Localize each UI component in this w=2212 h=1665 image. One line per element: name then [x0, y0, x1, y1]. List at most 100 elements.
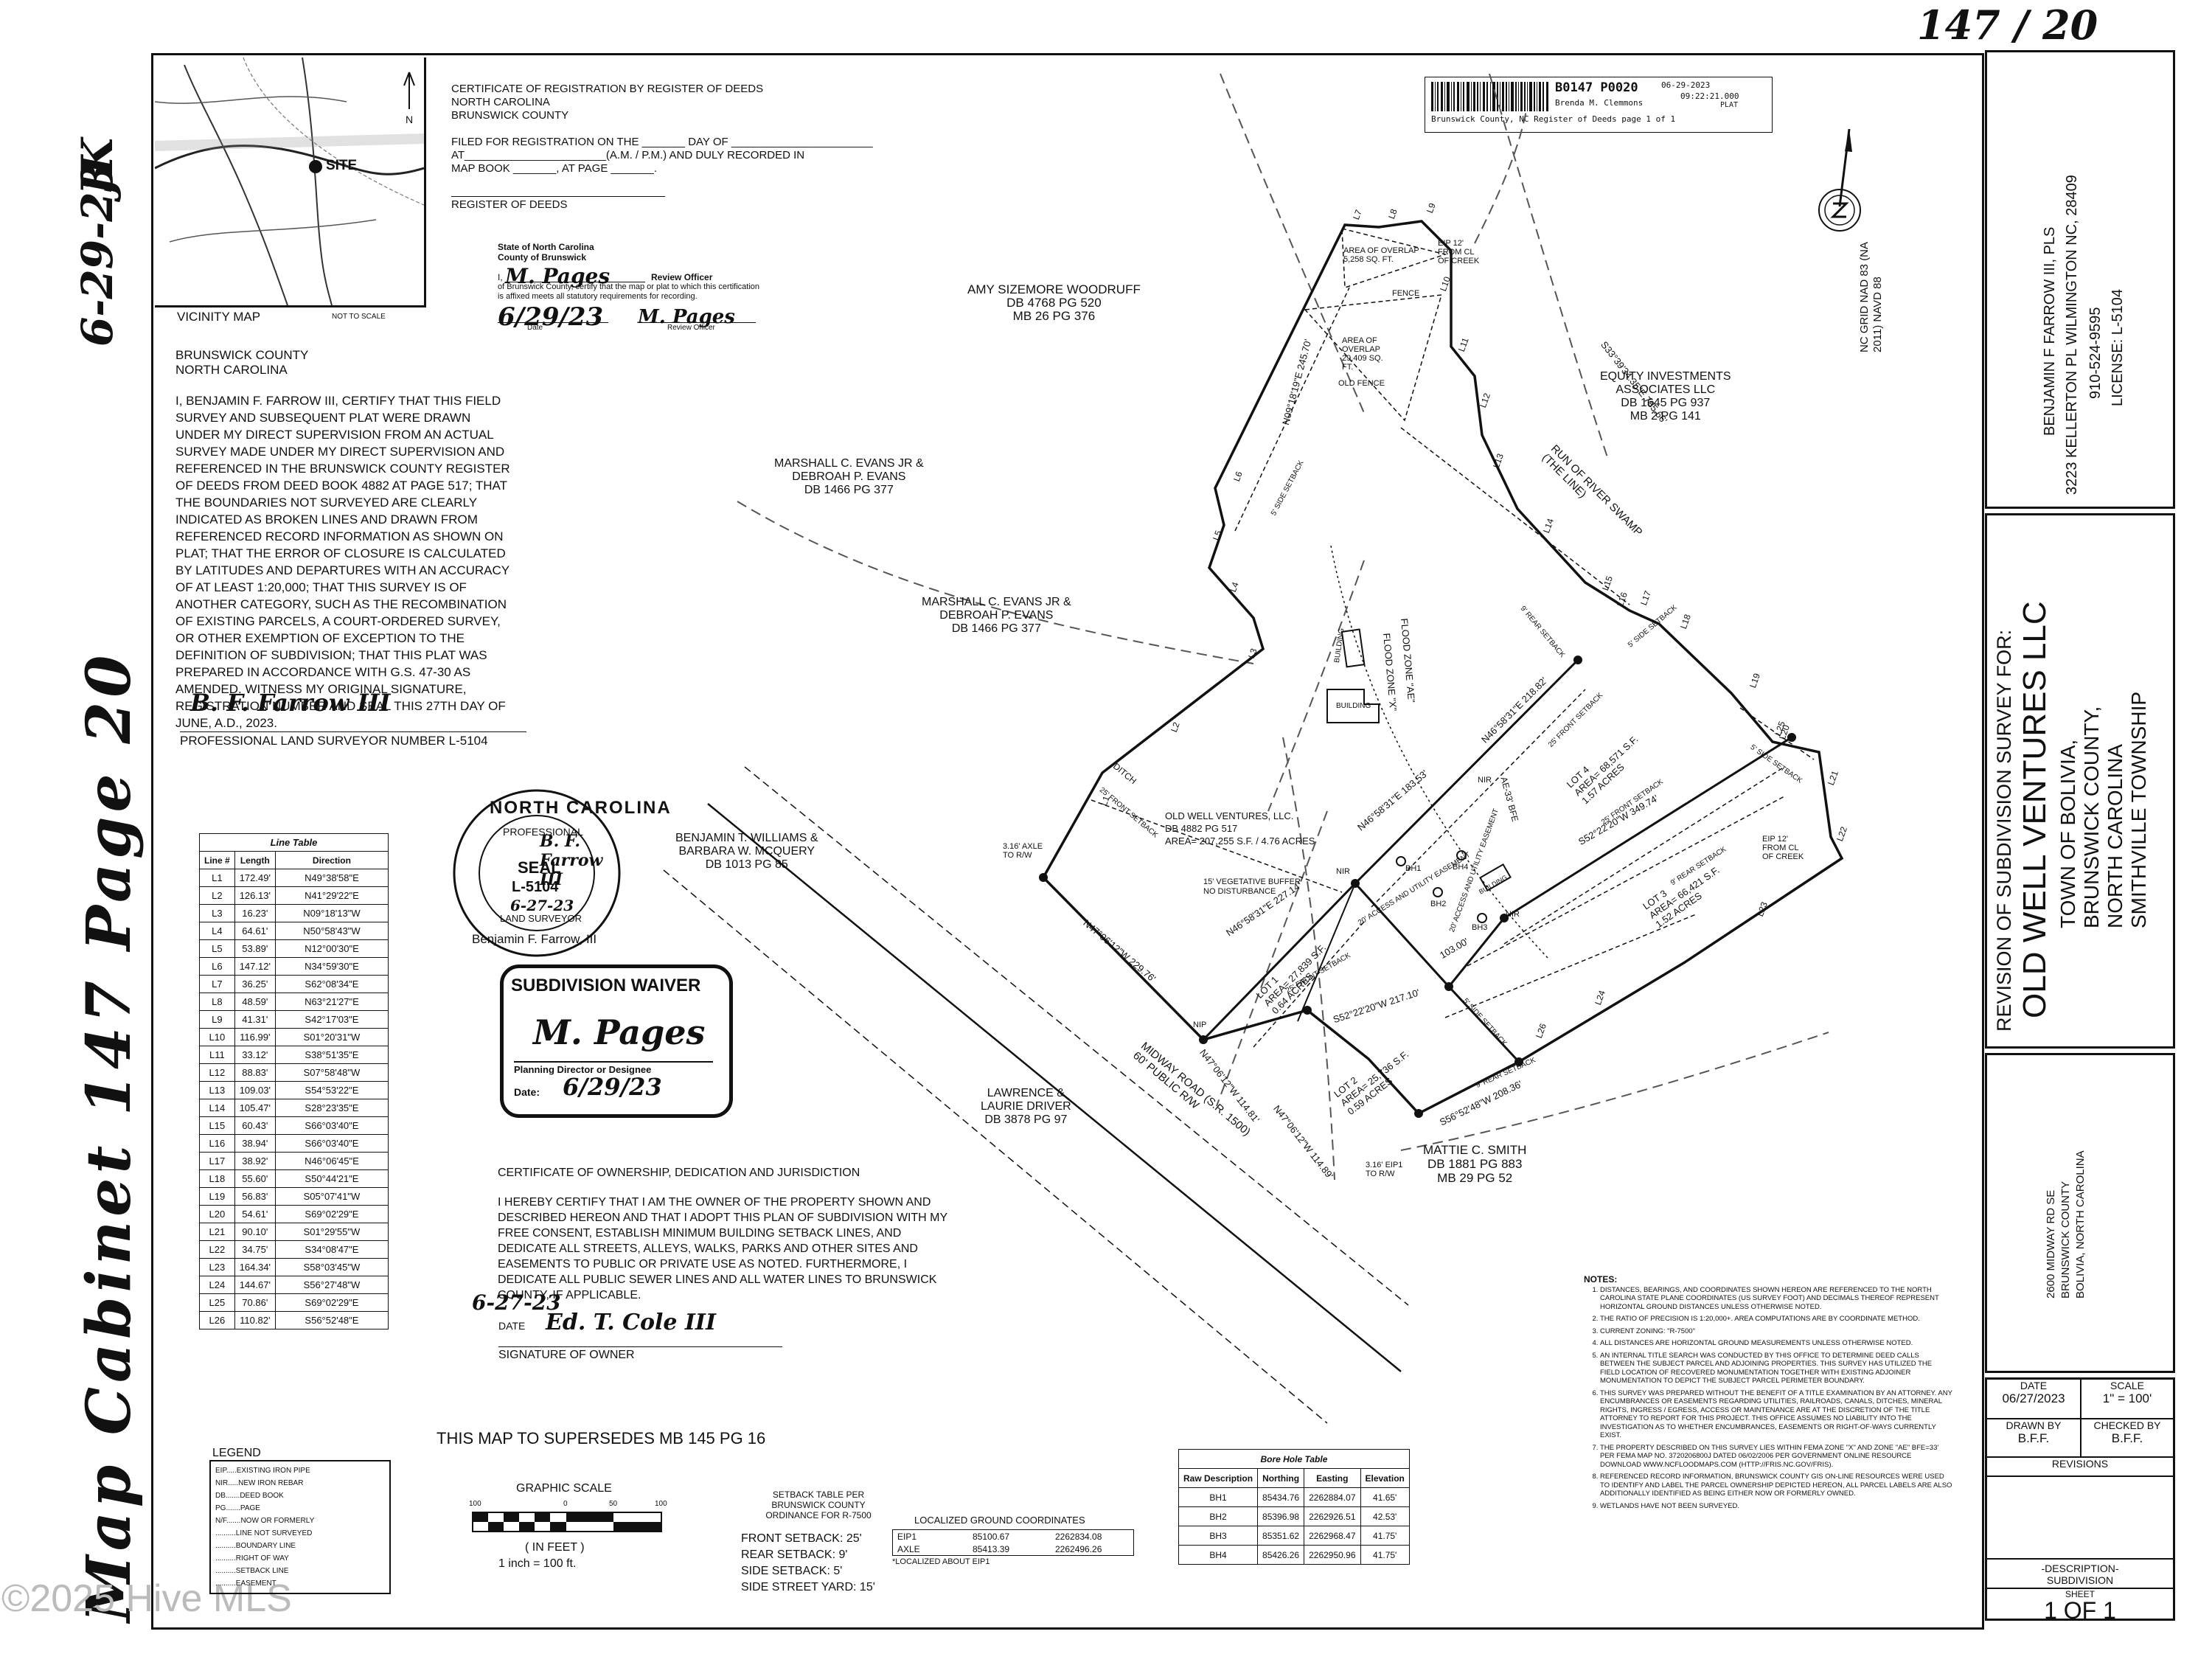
- date-cell: DATE 06/27/2023: [1987, 1380, 2081, 1419]
- registration-county: BRUNSWICK COUNTY: [451, 109, 569, 122]
- date-value: 06/27/2023: [2002, 1391, 2065, 1405]
- seal-number: L-5104: [512, 879, 559, 895]
- line-direction: S50°44'21"E: [274, 1169, 389, 1188]
- line-length: 110.82': [234, 1311, 276, 1329]
- line-length: 16.23': [234, 904, 276, 922]
- review-title-label: Review Officer: [667, 324, 715, 332]
- cert-county: BRUNSWICK COUNTY: [175, 348, 309, 362]
- line-direction: S05°07'41"W: [274, 1187, 389, 1206]
- bh2-label: BH2: [1430, 900, 1447, 908]
- bore-cell: 41.75': [1360, 1526, 1410, 1546]
- line-length: 38.92': [234, 1152, 276, 1170]
- barcode-date: 06-29-2023: [1661, 80, 1711, 90]
- scale-value: 1" = 100': [2102, 1391, 2152, 1405]
- line-length: 48.59': [234, 993, 276, 1011]
- bore-cell: 2262884.07: [1304, 1487, 1361, 1507]
- drawn-cell: DRAWN BY B.F.F.: [1987, 1419, 2081, 1458]
- note-item: CURRENT ZONING: "R-7500": [1600, 1327, 1952, 1336]
- registration-filed-line: FILED FOR REGISTRATION ON THE _______ DA…: [451, 136, 873, 148]
- bore-cell: 42.53': [1360, 1506, 1410, 1526]
- desc-label: -DESCRIPTION-: [2041, 1563, 2119, 1574]
- firm-block: BENJAMIN F FARROW III, PLS 3223 KELLERTO…: [1985, 50, 2175, 509]
- barcode-time: 09:22:21.000: [1680, 91, 1739, 101]
- line-direction: S66°03'40"E: [274, 1134, 389, 1153]
- bore-title: Bore Hole Table: [1178, 1449, 1410, 1469]
- registration-state: NORTH CAROLINA: [451, 96, 550, 108]
- line-id: L24: [199, 1276, 235, 1294]
- line-length: 164.34': [234, 1258, 276, 1276]
- line-direction: S56°52'48"E: [274, 1311, 389, 1329]
- description-cell: -DESCRIPTION- SUBDIVISION: [1987, 1563, 2173, 1586]
- graphic-scale: 100 0 50 100: [469, 1500, 667, 1538]
- scale-bar: [472, 1512, 662, 1532]
- note-item: ALL DISTANCES ARE HORIZONTAL GROUND MEAS…: [1600, 1339, 1952, 1348]
- barcode-bars: [1431, 82, 1548, 111]
- line-direction: N49°38'58"E: [274, 869, 389, 887]
- graphic-scale-ratio: 1 inch = 100 ft.: [498, 1557, 577, 1570]
- register-of-deeds-label: REGISTER OF DEEDS: [451, 196, 665, 212]
- barcode-office: Brunswick County, NC Register of Deeds p…: [1431, 114, 1676, 124]
- note-item: WETLANDS HAVE NOT BEEN SURVEYED.: [1600, 1502, 1952, 1511]
- line-id: L2: [199, 886, 235, 905]
- waiver-date: 6/29/23: [563, 1073, 662, 1101]
- barcode-clerk: Brenda M. Clemmons: [1555, 98, 1644, 108]
- legend-title: LEGEND: [212, 1447, 261, 1459]
- corner-stamp: 147 / 20: [1917, 1, 2098, 49]
- line-direction: S01°29'55"W: [274, 1223, 389, 1241]
- note-item: THE RATIO OF PRECISION IS 1:20,000+. ARE…: [1600, 1315, 1952, 1324]
- surveyor-certification-text: I, BENJAMIN F. FARROW III, CERTIFY THAT …: [175, 394, 510, 730]
- note-item: THIS SURVEY WAS PREPARED WITHOUT THE BEN…: [1600, 1389, 1952, 1440]
- nir-label-3: NIR: [1506, 910, 1520, 919]
- legend-item: EIP.....EXISTING IRON PIPE: [215, 1467, 310, 1475]
- barcode-id: B0147 P0020: [1555, 80, 1638, 95]
- line-direction: N12°00'30"E: [274, 939, 389, 958]
- legend-item: PG.......PAGE: [215, 1504, 260, 1512]
- line-length: 109.03': [234, 1081, 276, 1099]
- review-county: County of Brunswick: [498, 252, 587, 263]
- line-length: 38.94': [234, 1134, 276, 1153]
- line-direction: S69°02'29"E: [274, 1205, 389, 1223]
- note-item: DISTANCES, BEARINGS, AND COORDINATES SHO…: [1600, 1286, 1952, 1312]
- date-label: DATE: [2020, 1380, 2048, 1391]
- bore-cell: 41.65': [1360, 1487, 1410, 1507]
- williams-label: BENJAMIN T. WILLIAMS &BARBARA W. MCQUERY…: [675, 832, 818, 871]
- bore-cell: BH4: [1178, 1545, 1259, 1565]
- scale-cell: SCALE 1" = 100': [2081, 1380, 2173, 1419]
- surveyor-number: PROFESSIONAL LAND SURVEYOR NUMBER L-5104: [180, 731, 526, 748]
- checked-label: CHECKED BY: [2093, 1419, 2161, 1431]
- bore-cell: 2262926.51: [1304, 1506, 1361, 1526]
- surveyor-seal: NORTH CAROLINA PROFESSIONAL SEAL L-5104 …: [451, 788, 670, 959]
- review-state: State of North Carolina: [498, 242, 594, 252]
- vicinity-map-drawing: [154, 57, 425, 306]
- line-id: L19: [199, 1187, 235, 1206]
- subdivision-waiver-stamp: SUBDIVISION WAIVER M. Pages Planning Dir…: [500, 964, 733, 1118]
- line-id: L23: [199, 1258, 235, 1276]
- nir-label-2: NIR: [1478, 776, 1492, 785]
- project-block: REVISION OF SUBDIVISION SURVEY FOR: OLD …: [1985, 513, 2175, 1049]
- waiver-title: SUBDIVISION WAIVER: [511, 976, 701, 995]
- line-length: 126.13': [234, 886, 276, 905]
- setback-front: FRONT SETBACK: 25': [741, 1532, 862, 1545]
